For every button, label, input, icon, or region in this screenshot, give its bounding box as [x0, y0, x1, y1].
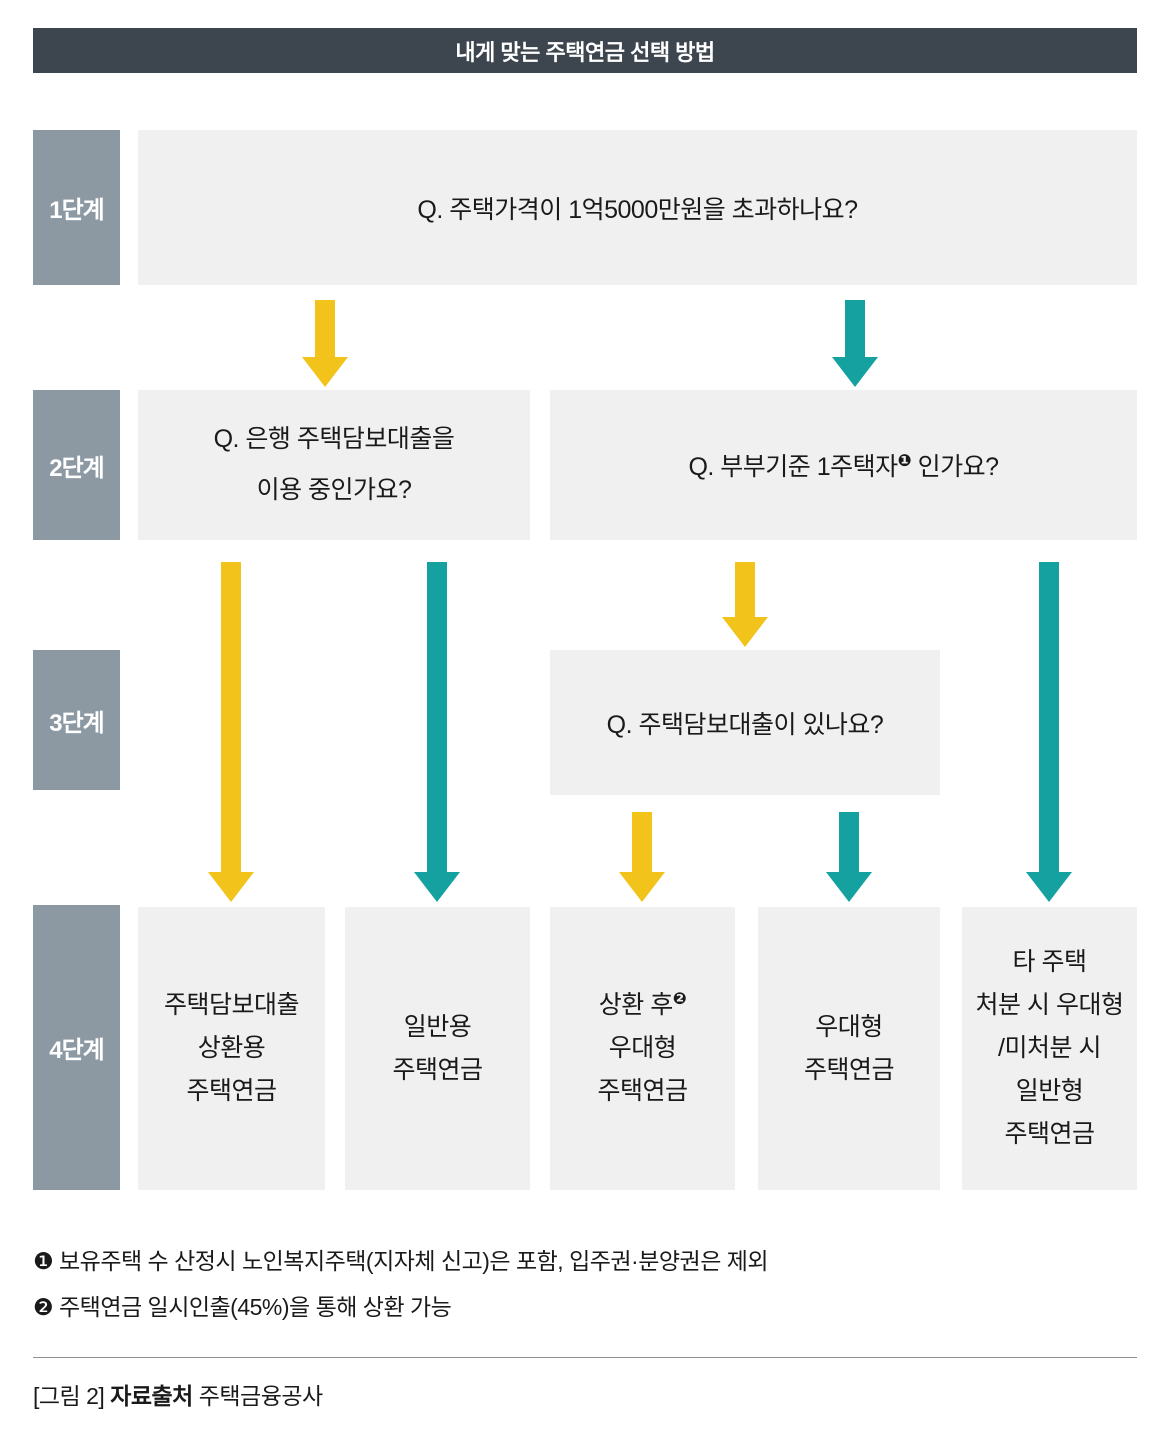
stage-label-1: 1단계 [33, 130, 120, 285]
result-box-repayment-pension: 주택담보대출 상환용 주택연금 [138, 907, 325, 1190]
result-3-rest: 우대형 주택연금 [597, 1034, 688, 1105]
arrow-head [722, 617, 768, 647]
question-box-has-mortgage: Q. 주택담보대출이 있나요? [550, 650, 940, 795]
question-3-text: Q. 주택담보대출이 있나요? [606, 710, 884, 739]
arrow-head [619, 872, 665, 902]
question-box-bank-mortgage: Q. 은행 주택담보대출을 이용 중인가요? [138, 390, 530, 540]
question-2a-text: Q. 은행 주택담보대출을 이용 중인가요? [213, 424, 455, 504]
arrow-head [826, 872, 872, 902]
footnote-ref-2-icon: ❷ [672, 989, 687, 1008]
question-1-text: Q. 주택가격이 1억5000만원을 초과하나요? [417, 195, 858, 224]
result-5-text: 타 주택 처분 시 우대형 /미처분 시 일반형 주택연금 [975, 948, 1124, 1148]
down-arrow-yellow-icon [619, 812, 665, 902]
arrow-head [302, 357, 348, 387]
down-arrow-yellow-icon [302, 300, 348, 387]
page-title: 내게 맞는 주택연금 선택 방법 [455, 39, 715, 65]
arrow-shaft [839, 812, 859, 872]
arrow-head [832, 357, 878, 387]
figure-caption: [그림 2] 자료출처 주택금융공사 [33, 1377, 323, 1411]
divider-line [33, 1357, 1137, 1358]
arrow-head [1026, 872, 1072, 902]
result-3-line1: 상환 후❷ [598, 989, 687, 1019]
caption-source-name: 주택금융공사 [192, 1383, 323, 1409]
down-arrow-yellow-icon [722, 562, 768, 647]
arrow-shaft [427, 562, 447, 872]
question-box-house-price: Q. 주택가격이 1억5000만원을 초과하나요? [138, 130, 1137, 285]
result-4-text: 우대형 주택연금 [803, 1012, 895, 1084]
arrow-shaft [1039, 562, 1059, 872]
footnote-2: ❷ 주택연금 일시인출(45%)을 통해 상환 가능 [33, 1294, 452, 1320]
arrow-shaft [735, 562, 755, 617]
down-arrow-teal-icon [832, 300, 878, 387]
caption-prefix: [그림 2] [33, 1383, 111, 1409]
stage-label-3: 3단계 [33, 650, 120, 790]
arrow-shaft [632, 812, 652, 872]
title-bar: 내게 맞는 주택연금 선택 방법 [33, 28, 1137, 73]
arrow-head [414, 872, 460, 902]
result-2-text: 일반용 주택연금 [392, 1012, 483, 1084]
caption-source-label: 자료출처 [110, 1383, 193, 1409]
result-box-after-repayment-preferential: 상환 후❷ 우대형 주택연금 [550, 907, 735, 1190]
question-2b-prefix: Q. 부부기준 1주택자 [688, 453, 898, 481]
arrow-shaft [315, 300, 335, 357]
question-box-single-home-owner: Q. 부부기준 1주택자❶ 인가요? [550, 390, 1137, 540]
down-arrow-teal-icon [414, 562, 460, 902]
footnotes: ❶ 보유주택 수 산정시 노인복지주택(지자체 신고)은 포함, 입주권·분양권… [33, 1238, 1137, 1330]
result-box-preferential-pension: 우대형 주택연금 [758, 907, 940, 1190]
question-2b-text: Q. 부부기준 1주택자❶ 인가요? [688, 447, 999, 483]
down-arrow-yellow-icon [208, 562, 254, 902]
result-box-general-pension: 일반용 주택연금 [345, 907, 530, 1190]
arrow-shaft [845, 300, 865, 357]
stage-label-4: 4단계 [33, 905, 120, 1190]
stage-label-2: 2단계 [33, 390, 120, 540]
result-3-line1-text: 상환 후 [598, 991, 673, 1019]
result-3-text: 상환 후❷ 우대형 주택연금 [597, 984, 688, 1113]
down-arrow-teal-icon [826, 812, 872, 902]
result-box-other-house-disposal: 타 주택 처분 시 우대형 /미처분 시 일반형 주택연금 [962, 907, 1137, 1190]
footnote-1: ❶ 보유주택 수 산정시 노인복지주택(지자체 신고)은 포함, 입주권·분양권… [33, 1248, 769, 1274]
arrow-shaft [221, 562, 241, 872]
question-2b-suffix: 인가요? [911, 453, 999, 481]
result-1-text: 주택담보대출 상환용 주택연금 [163, 991, 300, 1105]
arrow-head [208, 872, 254, 902]
footnote-ref-1-icon: ❶ [897, 451, 912, 470]
down-arrow-teal-icon [1026, 562, 1072, 902]
